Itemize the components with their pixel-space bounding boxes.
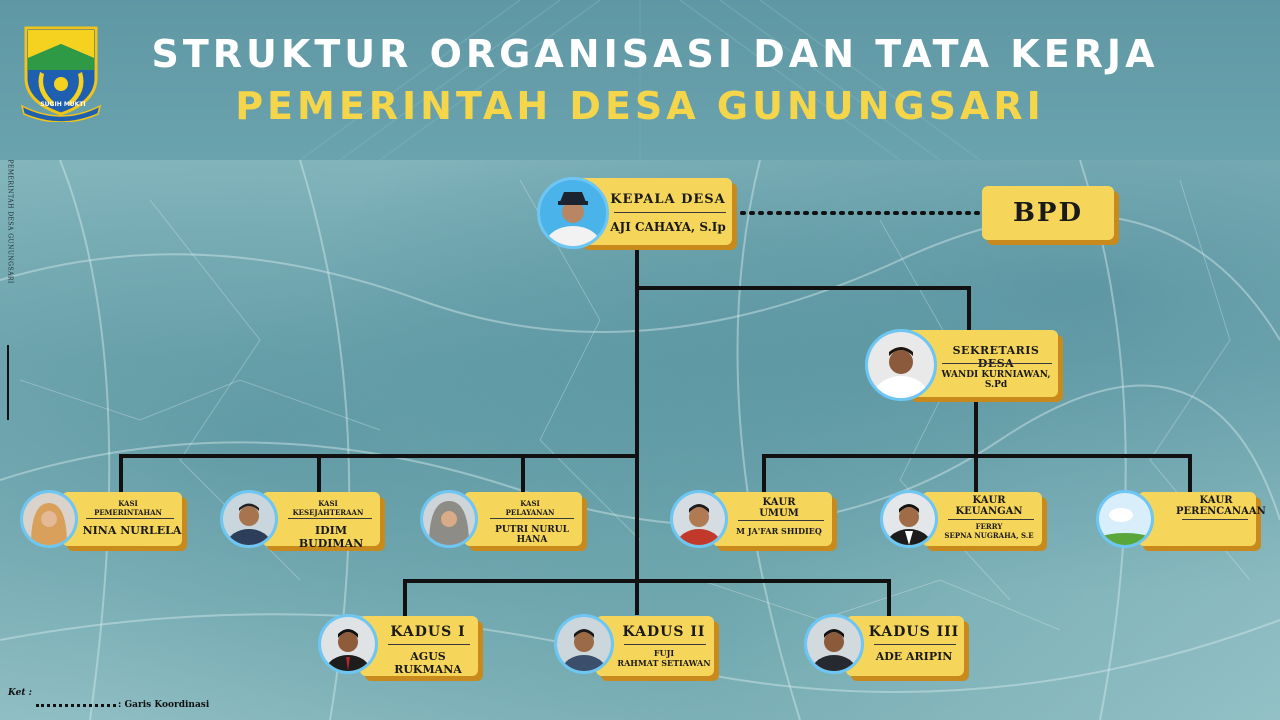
connector-to-sekretaris (635, 286, 971, 334)
kasi-1-role-line1: KASI (118, 499, 138, 508)
kadus-3-divider (874, 644, 956, 645)
kasi-1-role-line2: PEMERINTAHAN (94, 508, 162, 517)
logo-motto: SUGIH MUKTI (40, 101, 86, 108)
kadus-3-photo (804, 614, 864, 674)
kaur-umum-photo (670, 490, 728, 548)
kasi-1-divider (86, 518, 174, 519)
bpd-card: BPD (982, 186, 1114, 240)
kasi-2-role-line1: KASI (318, 499, 338, 508)
kasi-3-name: PUTRI NURUL HANA (495, 525, 569, 545)
kadus-1-divider (388, 644, 470, 645)
person-avatar-icon (557, 617, 611, 671)
kaur-1-divider (738, 520, 824, 521)
person-avatar-icon (23, 493, 75, 545)
kasi-pelayanan-card: KASI PELAYANAN PUTRI NURUL HANA (464, 492, 582, 546)
kasi-1-name: NINA NURLELA (82, 524, 182, 537)
kasi-pemerintahan-card: KASI PEMERINTAHAN NINA NURLELA (62, 492, 182, 546)
kasi-2-name: IDIM BUDIMAN (298, 524, 364, 550)
legend-coordination-label: : Garis Koordinasi (118, 700, 210, 710)
kepala-desa-divider (614, 212, 726, 213)
kadus-1-role: KADUS I (390, 624, 466, 640)
sekretaris-desa-divider (942, 363, 1052, 364)
kaur-3-role-line1: KAUR (1199, 495, 1233, 506)
kadus-2-name-line2: RAHMAT SETIAWAN (617, 658, 711, 668)
kadus-2-role: KADUS II (622, 624, 706, 640)
kaur-3-role-line2: PERENCANAAN (1176, 506, 1266, 517)
person-avatar-icon (321, 617, 375, 671)
kaur-1-role-line2: UMUM (759, 508, 799, 519)
person-avatar-icon (807, 617, 861, 671)
header-pattern (299, 0, 981, 160)
person-avatar-icon (883, 493, 935, 545)
landscape-placeholder-icon (1099, 493, 1151, 545)
person-avatar-icon (423, 493, 475, 545)
kaur-keuangan-card: KAUR KEUANGAN FERRY SEPNA NUGRAHA, S.E (922, 492, 1042, 546)
kasi-2-divider (288, 518, 372, 519)
kasi-3-divider (490, 518, 574, 519)
kepala-desa-role: KEPALA DESA (610, 192, 726, 207)
page-title: STRUKTUR ORGANISASI DAN TATA KERJA (151, 32, 1159, 76)
kasi-kesejahteraan-photo (220, 490, 278, 548)
kasi-3-role-line1: KASI (520, 499, 540, 508)
person-avatar-icon (673, 493, 725, 545)
kadus-1-photo (318, 614, 378, 674)
legend-title: Ket : (8, 688, 32, 698)
header-banner (0, 0, 1280, 160)
kaur-2-role-line1: KAUR (972, 495, 1006, 506)
village-logo-icon (20, 26, 102, 122)
kaur-3-divider (1182, 519, 1248, 520)
person-avatar-icon (868, 332, 934, 398)
kaur-2-role-line2: KEUANGAN (955, 506, 1023, 517)
legend-dotted-sample (36, 704, 116, 707)
kadus-1-card: KADUS I AGUS RUKMANA (360, 616, 478, 676)
kasi-kesejahteraan-card: KASI KESEJAHTERAAN IDIM BUDIMAN (262, 492, 380, 550)
sekretaris-desa-photo (865, 329, 937, 401)
page-subtitle: PEMERINTAH DESA GUNUNGSARI (235, 84, 1045, 128)
kadus-1-name: AGUS RUKMANA (394, 650, 462, 676)
person-avatar-icon (223, 493, 275, 545)
kadus-2-card: KADUS II FUJI RAHMAT SETIAWAN (596, 616, 714, 676)
kadus-2-photo (554, 614, 614, 674)
kaur-2-divider (948, 519, 1034, 520)
kaur-umum-card: KAUR UMUM M JA'FAR SHIDIEQ (712, 492, 832, 546)
sekretaris-desa-name: WANDI KURNIAWAN, S.Pd (941, 370, 1051, 390)
kadus-3-card: KADUS III ADE ARIPIN (846, 616, 964, 676)
kadus-3-name: ADE ARIPIN (875, 650, 953, 663)
kepala-desa-photo (537, 177, 609, 249)
kadus-2-name-line1: FUJI (653, 648, 675, 658)
kaur-2-name-line2: SEPNA NUGRAHA, S.E (944, 531, 1034, 540)
kaur-perencanaan-photo (1096, 490, 1154, 548)
kasi-pemerintahan-photo (20, 490, 78, 548)
kadus-3-role: KADUS III (868, 624, 960, 640)
kaur-1-name: M JA'FAR SHIDIEQ (736, 526, 822, 536)
kadus-2-divider (624, 644, 706, 645)
kepala-desa-name: AJI CAHAYA, S.Ip (610, 220, 726, 234)
kaur-perencanaan-card: KAUR PERENCANAAN (1138, 492, 1266, 546)
sekretaris-desa-role: SEKRETARIS DESA (952, 344, 1040, 370)
kaur-keuangan-photo (880, 490, 938, 548)
kasi-2-role-line2: KESEJAHTERAAN (292, 508, 364, 517)
kaur-1-role-line1: KAUR (762, 497, 796, 508)
person-avatar-icon (545, 192, 601, 246)
kasi-pelayanan-photo (420, 490, 478, 548)
side-rule (7, 345, 9, 420)
kaur-2-name-line1: FERRY (975, 522, 1003, 531)
kasi-3-role-line2: PELAYANAN (505, 508, 555, 517)
